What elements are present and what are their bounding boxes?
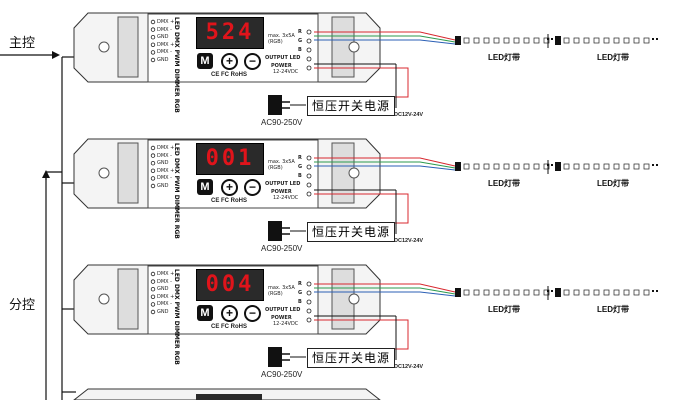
power-plug [268, 221, 282, 241]
main-arrow [52, 51, 60, 59]
led-strip-label: LED灯带 [488, 305, 520, 314]
led-display: 001 [196, 143, 264, 175]
output-channel-label: B [298, 173, 302, 179]
output-channel-label: G [298, 164, 303, 170]
mode-button[interactable]: M [197, 179, 213, 195]
ac-input-label: AC90-250V [261, 370, 303, 379]
dmx-port-label: DMX + [157, 271, 175, 277]
power-voltage: 12-24VDC [273, 69, 299, 75]
minus-button[interactable]: − [244, 179, 261, 196]
output-channel-label: R [298, 29, 302, 35]
plus-button[interactable]: + [221, 53, 238, 70]
output-note: max. 3x5A (RGB) [268, 159, 295, 171]
output-note: max. 3x5A (RGB) [268, 33, 295, 45]
led-strip-label: LED灯带 [488, 53, 520, 62]
led-strip-label: LED灯带 [488, 179, 520, 188]
led-strip-label: LED灯带 [597, 179, 629, 188]
output-channel-label: B [298, 47, 302, 53]
sub-controller-label: 分控 [9, 298, 36, 313]
power-voltage: 12-24VDC [273, 321, 299, 327]
dmx-port-label: DMX + [157, 145, 175, 151]
minus-button[interactable]: − [244, 53, 261, 70]
model-label: LED DMX PWM DIMMER RGB [173, 269, 180, 365]
dmx-port-label: DMX + [157, 293, 175, 300]
output-title: OUTPUT LED [265, 181, 301, 187]
power-plug [268, 95, 282, 115]
ac-input-label: AC90-250V [261, 118, 303, 127]
dmx-port-label: DMX - [157, 301, 172, 308]
output-title: OUTPUT LED [265, 307, 301, 313]
dmx-port-label: DMX - [157, 152, 172, 159]
dmx-port-label: DMX + [157, 19, 175, 25]
main-controller-label: 主控 [9, 36, 36, 51]
dmx-port-label: GND [157, 57, 169, 63]
power-title: POWER [271, 63, 292, 69]
led-display: 524 [196, 17, 264, 49]
ac-input-label: AC90-250V [261, 244, 303, 253]
power-plug [268, 347, 282, 367]
led-strip-label: LED灯带 [597, 53, 629, 62]
output-channel-label: R [298, 155, 302, 161]
model-label: LED DMX PWM DIMMER RGB [173, 17, 180, 113]
dmx-port-label: DMX + [157, 167, 175, 174]
power-supply-label: 恒压开关电源 [307, 348, 396, 368]
model-label: LED DMX PWM DIMMER RGB [173, 143, 180, 239]
dmx-port-label: DMX - [157, 49, 172, 56]
dmx-port-label: DMX - [157, 26, 172, 33]
dc-output-label: DC12V-24V [394, 238, 424, 244]
dmx-port-label: DMX - [157, 278, 172, 285]
dc-output-label: DC12V-24V [394, 112, 424, 118]
led-strip-label: LED灯带 [597, 305, 629, 314]
power-title: POWER [271, 315, 292, 321]
dmx-port-label: GND [157, 309, 169, 315]
dmx-port-label: DMX - [157, 175, 172, 182]
minus-button[interactable]: − [244, 305, 261, 322]
output-channel-label: G [298, 290, 303, 296]
output-title: OUTPUT LED [265, 55, 301, 61]
power-supply-label: 恒压开关电源 [307, 222, 396, 242]
led-display: 004 [196, 269, 264, 301]
cert-marks: CE FC RoHS [211, 198, 247, 204]
cert-marks: CE FC RoHS [211, 72, 247, 78]
dc-output-label: DC12V-24V [394, 364, 424, 370]
power-title: POWER [271, 189, 292, 195]
dmx-port-label: GND [157, 34, 169, 41]
output-note: max. 3x5A (RGB) [268, 285, 295, 297]
dmx-port-label: GND [157, 286, 169, 293]
mode-button[interactable]: M [197, 53, 213, 69]
output-channel-label: B [298, 299, 302, 305]
output-channel-label: G [298, 38, 303, 44]
power-voltage: 12-24VDC [273, 195, 299, 201]
plus-button[interactable]: + [221, 179, 238, 196]
mode-button[interactable]: M [197, 305, 213, 321]
cert-marks: CE FC RoHS [211, 324, 247, 330]
output-channel-label: R [298, 281, 302, 287]
dmx-port-label: DMX + [157, 41, 175, 48]
power-supply-label: 恒压开关电源 [307, 96, 396, 116]
plus-button[interactable]: + [221, 305, 238, 322]
dmx-port-label: GND [157, 183, 169, 189]
dmx-port-label: GND [157, 160, 169, 167]
